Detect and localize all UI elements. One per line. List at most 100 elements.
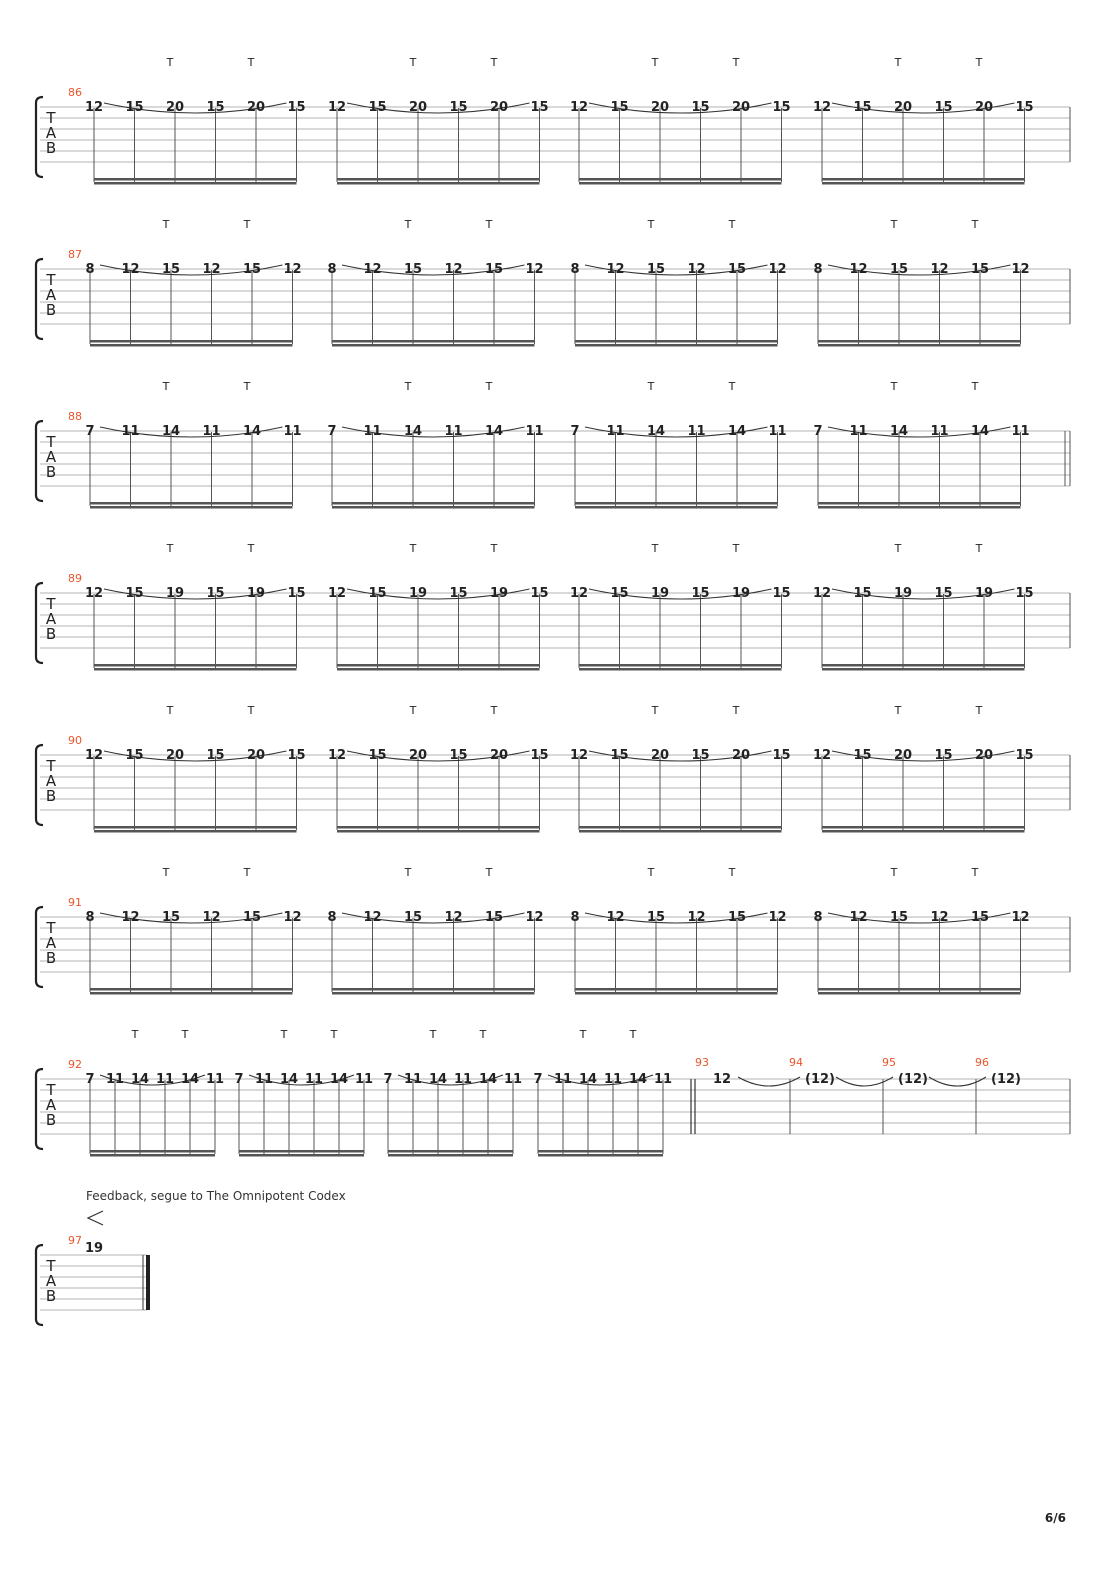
measure-number: 94 — [789, 1056, 803, 1069]
system-bracket — [34, 743, 44, 827]
fret-number: 15 — [368, 748, 386, 763]
system-bracket — [34, 905, 44, 989]
fret-number: 15 — [647, 910, 665, 925]
beam — [239, 1154, 364, 1157]
fret-number: 15 — [1015, 586, 1033, 601]
measure-number: 95 — [882, 1056, 896, 1069]
fret-number: 20 — [166, 748, 184, 763]
fret-number: 11 — [525, 424, 543, 439]
fret-number: 15 — [368, 586, 386, 601]
system-bracket — [34, 419, 44, 503]
beam — [575, 992, 778, 995]
tap-marker: T — [404, 218, 412, 231]
fret-number: 12 — [570, 586, 588, 601]
beam — [90, 1150, 215, 1153]
fret-number: 15 — [125, 100, 143, 115]
fret-number: 15 — [691, 586, 709, 601]
tap-marker: T — [971, 218, 979, 231]
slur — [547, 1074, 654, 1086]
fret-number: 20 — [975, 748, 993, 763]
tap-marker: T — [732, 542, 740, 555]
tie — [737, 1076, 801, 1087]
fret-number: 12 — [606, 910, 624, 925]
fret-number: 20 — [651, 748, 669, 763]
fret-number: (12) — [991, 1072, 1021, 1087]
fret-number: 8 — [327, 262, 336, 277]
fret-number: 15 — [934, 100, 952, 115]
fret-number: 7 — [85, 1072, 94, 1087]
fret-number: 20 — [247, 100, 265, 115]
tap-marker: T — [485, 380, 493, 393]
fret-number: 11 — [355, 1072, 373, 1087]
tab-clef-letter: B — [46, 1287, 56, 1305]
tap-marker: T — [728, 218, 736, 231]
page-number: 6/6 — [1045, 1511, 1066, 1525]
fret-number: 11 — [849, 424, 867, 439]
slur — [341, 912, 525, 924]
beam — [337, 826, 540, 829]
beam — [90, 344, 293, 347]
beam — [575, 502, 778, 505]
fret-number: 12 — [813, 586, 831, 601]
fret-number: 15 — [485, 262, 503, 277]
tap-marker: T — [479, 1028, 487, 1041]
measure-number: 96 — [975, 1056, 989, 1069]
beam — [579, 830, 782, 833]
fret-number: 15 — [1015, 100, 1033, 115]
fret-number: 15 — [934, 586, 952, 601]
tab-clef-letter: A — [46, 448, 57, 466]
beam — [337, 178, 540, 181]
tap-marker: T — [647, 218, 655, 231]
beam — [94, 826, 297, 829]
fret-number: 15 — [243, 910, 261, 925]
final-barline-thick — [146, 1255, 150, 1310]
fret-number: 7 — [327, 424, 336, 439]
tap-marker: T — [890, 218, 898, 231]
fret-number: 12 — [328, 748, 346, 763]
fret-number: 20 — [247, 748, 265, 763]
fret-number: 14 — [971, 424, 989, 439]
tap-marker: T — [485, 218, 493, 231]
fret-number: 11 — [121, 424, 139, 439]
tab-clef-letter: A — [46, 772, 57, 790]
fret-number: 14 — [479, 1072, 497, 1087]
system-bracket — [34, 1067, 44, 1151]
tap-marker: T — [247, 704, 255, 717]
fret-number: 15 — [485, 910, 503, 925]
fret-number: 12 — [768, 262, 786, 277]
fret-number: 8 — [813, 910, 822, 925]
measure-number: 86 — [68, 86, 82, 99]
fret-number: 14 — [579, 1072, 597, 1087]
fret-number: 11 — [654, 1072, 672, 1087]
tap-marker: T — [490, 704, 498, 717]
fret-number: 19 — [732, 586, 750, 601]
fret-number: 7 — [570, 424, 579, 439]
tap-marker: T — [166, 56, 174, 69]
fret-number: 11 — [202, 424, 220, 439]
fret-number: 12 — [121, 262, 139, 277]
tap-marker: T — [181, 1028, 189, 1041]
beam — [579, 826, 782, 829]
slur — [346, 102, 530, 114]
fret-number: 15 — [243, 262, 261, 277]
fret-number: 14 — [330, 1072, 348, 1087]
tap-marker: T — [409, 704, 417, 717]
fret-number: 15 — [530, 586, 548, 601]
fret-number: 15 — [206, 100, 224, 115]
fret-number: 20 — [732, 100, 750, 115]
fret-number: 12 — [85, 586, 103, 601]
tap-marker: T — [647, 866, 655, 879]
fret-number: 15 — [287, 748, 305, 763]
fret-number: 19 — [166, 586, 184, 601]
tap-marker: T — [404, 380, 412, 393]
fret-number: (12) — [805, 1072, 835, 1087]
tap-marker: T — [162, 218, 170, 231]
tab-clef-letter: T — [45, 271, 56, 289]
fret-number: 20 — [166, 100, 184, 115]
slur — [248, 1074, 355, 1086]
fret-number: 8 — [570, 262, 579, 277]
tab-clef-letter: A — [46, 1096, 57, 1114]
fret-number: 20 — [732, 748, 750, 763]
